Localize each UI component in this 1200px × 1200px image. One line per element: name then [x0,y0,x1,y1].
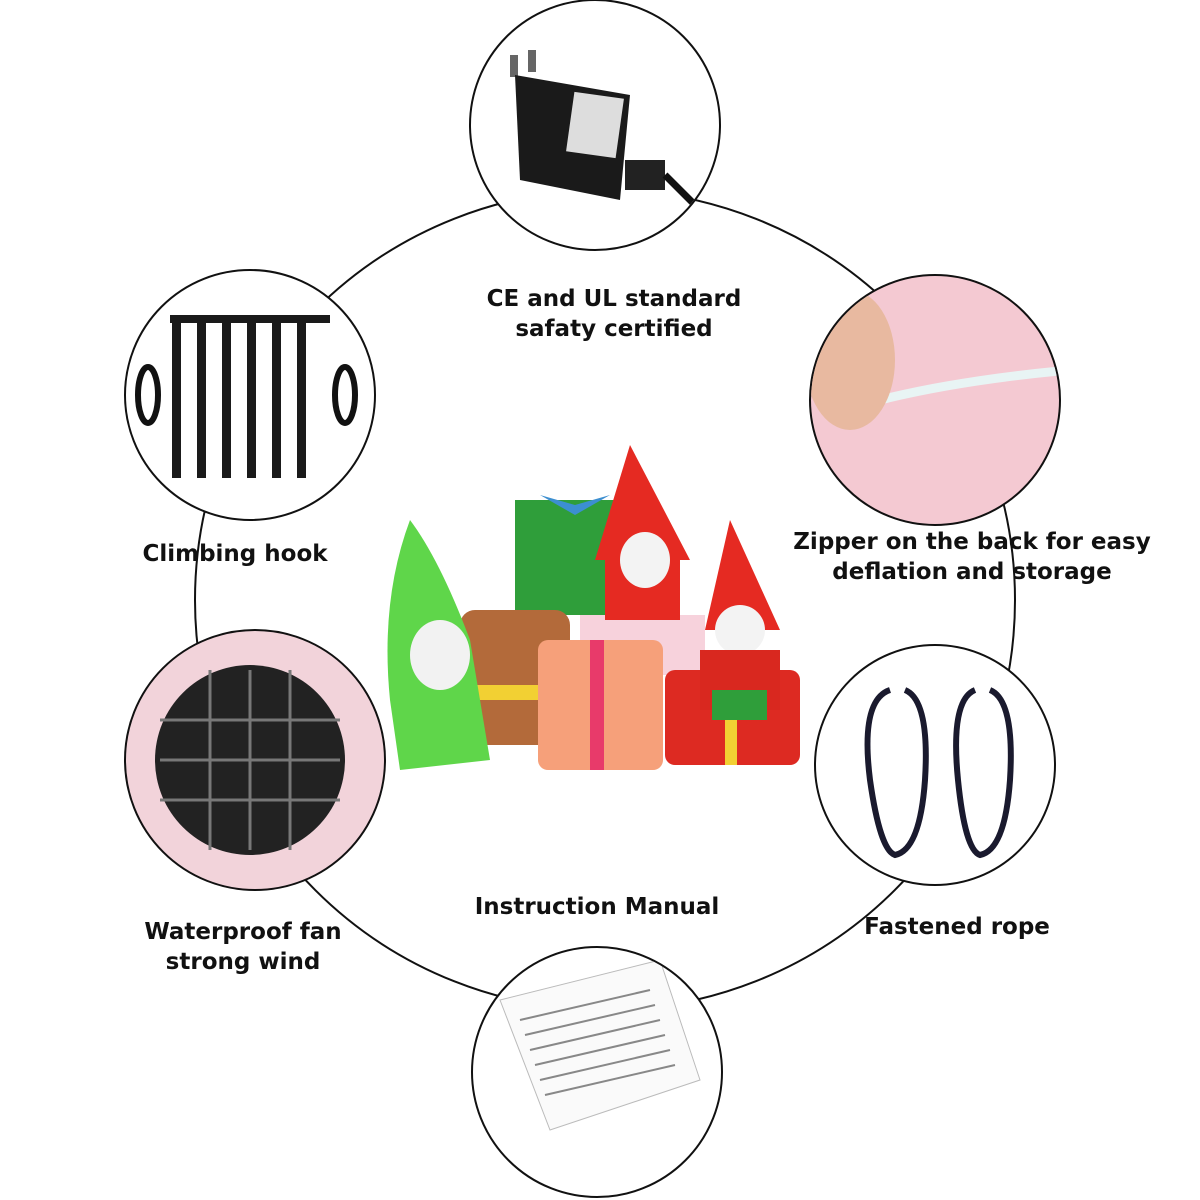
label-line: Fastened rope [864,914,1050,940]
label-line: Climbing hook [142,541,328,567]
climbing-hooks-image [124,269,376,521]
label-fan: Waterproof fan strong wind [144,917,341,977]
zipper-image [809,274,1061,526]
label-line: Zipper on the back for easy [793,529,1151,555]
power-adapter-image [469,0,721,251]
instruction-manual-image [471,946,723,1198]
inflatable-gnomes-image [387,445,800,770]
label-line: safaty certified [515,316,713,342]
label-line: strong wind [165,949,321,975]
waterproof-fan-image [124,629,386,891]
label-line: CE and UL standard [486,286,742,312]
label-hooks: Climbing hook [142,539,327,569]
label-rope: Fastened rope [864,912,1050,942]
label-line: Waterproof fan [144,919,342,945]
label-line: deflation and storage [832,559,1112,585]
label-zipper: Zipper on the back for easy deflation and… [793,527,1150,587]
rope-image [814,644,1056,886]
label-manual: Instruction Manual [475,892,720,922]
label-adapter: CE and UL standard safaty certified [487,284,742,344]
label-line: Instruction Manual [474,894,720,920]
